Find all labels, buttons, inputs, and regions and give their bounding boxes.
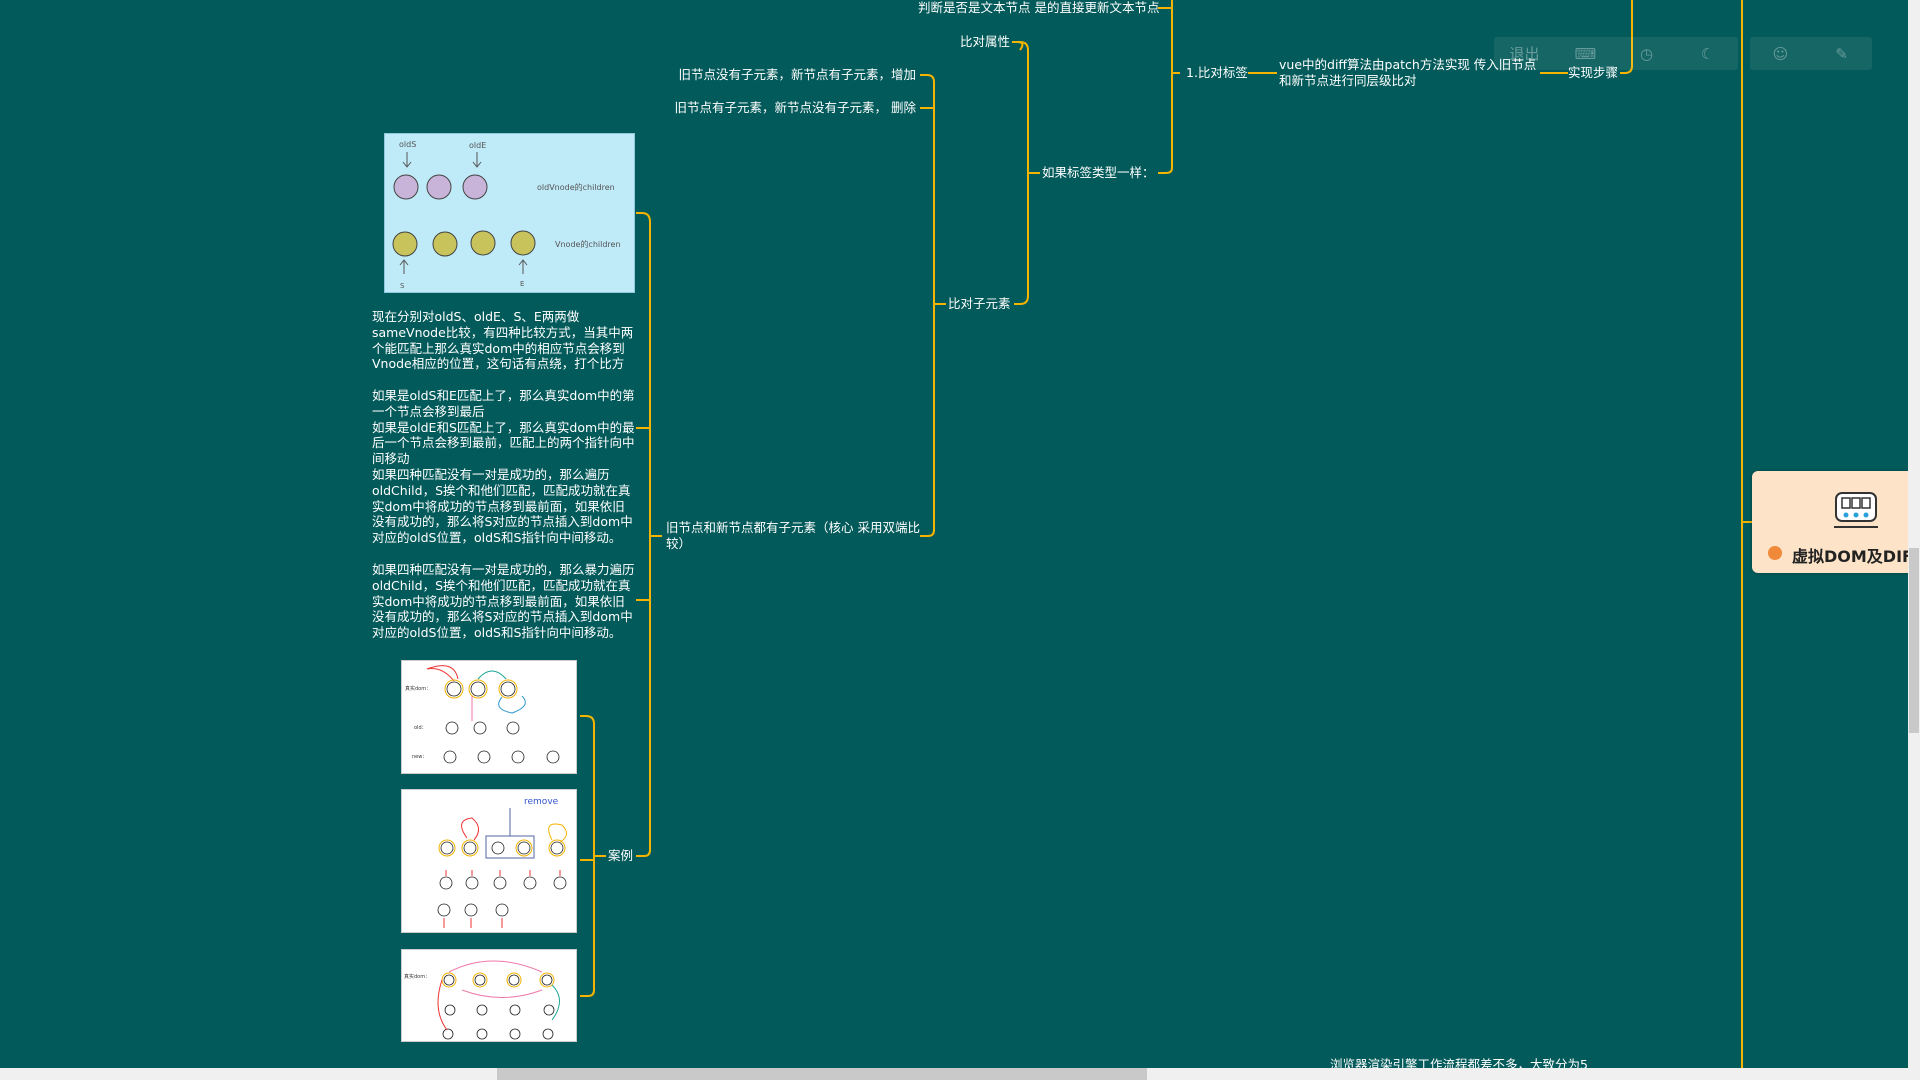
case1-real-dom-label: 真实dom： [405,685,431,692]
case1-new-label: new： [412,754,427,760]
node-same-tag-type[interactable]: 如果标签类型一样： [1042,165,1155,181]
train-icon [1832,489,1880,535]
old-child-node [463,175,487,199]
oldS-label: oldS [399,140,416,149]
paragraph-brute-force: 如果四种匹配没有一对是成功的，那么暴力遍历oldChild，S挨个和他们匹配，匹… [372,562,636,641]
old-children-label: oldVnode的children [537,182,615,192]
new-children-label: Vnode的children [555,239,621,249]
vertical-scroll-thumb[interactable] [1909,548,1919,733]
root-node[interactable]: 虚拟DOM及DIFF [1752,471,1920,573]
oldE-label: oldE [469,141,486,150]
node-cases[interactable]: 案例 [608,848,633,864]
node-compare-tag[interactable]: 1.比对标签 [1186,65,1248,81]
node-compare-children[interactable]: 比对子元素 [948,296,1011,312]
new-child-node [471,231,495,255]
case2-remove-note: remove [524,797,559,807]
case3-real-dom-label: 真实dom： [404,973,430,980]
paragraph-samevnode: 现在分别对oldS、oldE、S、E两两做sameVnode比较，有四种比较方式… [372,309,636,372]
clock-icon[interactable]: ◷ [1616,37,1677,70]
case-image-2: remove [401,789,577,933]
case-image-1: 真实dom： old： new： [401,660,577,774]
new-child-node [393,232,417,256]
node-text-node[interactable]: 判断是否是文本节点 是的直接更新文本节点 [918,0,1154,16]
node-vue-diff[interactable]: vue中的diff算法由patch方法实现 传入旧节点和新节点进行同层级比对 [1279,57,1539,89]
toolbar: 退出 ⌨ ◷ ☾ ☺ ✎ [1494,37,1872,70]
node-old-none-new-has[interactable]: 旧节点没有子元素，新节点有子元素，增加 [660,67,916,83]
node-compare-attr[interactable]: 比对属性 [940,34,1010,50]
horizontal-scroll-thumb[interactable] [497,1068,1147,1080]
node-both-have-children[interactable]: 旧节点和新节点都有子元素（核心 采用双端比较） [666,520,920,552]
pin-icon[interactable]: ✎ [1811,37,1872,70]
case-image-3-svg: 真实dom： [402,950,576,1041]
new-child-node [511,231,535,255]
e-label: E [520,280,524,288]
s-label: S [400,282,405,290]
paragraph-matching-rules: 如果是oldS和E匹配上了，那么真实dom中的第一个节点会移到最后 如果是old… [372,388,636,546]
vertical-scrollbar[interactable] [1908,0,1920,1068]
node-implementation-steps[interactable]: 实现步骤 [1568,65,1618,81]
node-old-has-new-none[interactable]: 旧节点有子元素，新节点没有子元素， 删除 [660,100,916,116]
diagram-svg: oldS oldE oldVnode的children Vnode的childr… [385,134,634,292]
toolbar-group-right: ☺ ✎ [1750,37,1872,70]
old-child-node [427,175,451,199]
vnode-children-diagram: oldS oldE oldVnode的children Vnode的childr… [384,133,635,293]
new-child-node [433,232,457,256]
case-image-1-svg: 真实dom： old： new： [402,661,576,773]
old-child-node [394,175,418,199]
moon-icon[interactable]: ☾ [1677,37,1738,70]
case-image-2-svg: remove [402,790,576,932]
root-title: 虚拟DOM及DIFF [1792,543,1920,567]
smiley-icon[interactable]: ☺ [1750,37,1811,70]
case-image-3: 真实dom： [401,949,577,1042]
case1-old-label: old： [414,725,427,731]
root-emoji-icon [1768,546,1782,560]
